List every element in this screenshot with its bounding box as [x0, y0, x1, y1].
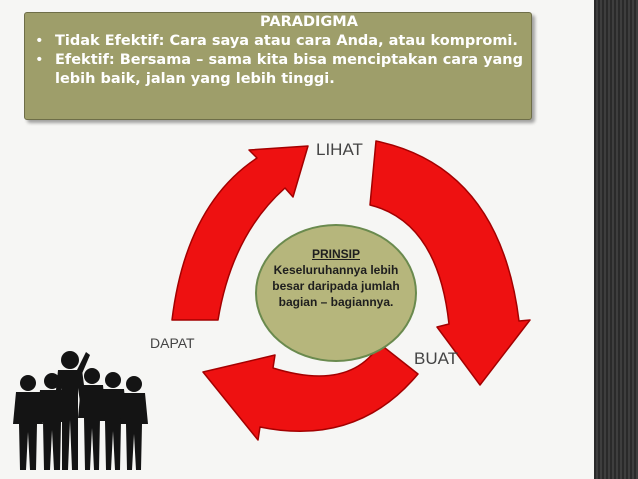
person-silhouette-2-icon — [37, 373, 67, 470]
callout-bullet-ineffective: Tidak Efektif: Cara saya atau cara Anda,… — [33, 32, 525, 51]
person-silhouette-4-icon — [78, 368, 106, 470]
decorative-stripe-panel — [594, 0, 638, 479]
arrow-dapat-to-lihat — [171, 145, 309, 321]
cycle-label-buat: BUAT — [414, 349, 459, 368]
prinsip-title: PRINSIP — [311, 247, 360, 261]
person-silhouette-3-icon — [55, 351, 90, 470]
callout-bullet-list: Tidak Efektif: Cara saya atau cara Anda,… — [33, 32, 525, 89]
callout-title: PARADIGMA — [260, 14, 358, 30]
person-silhouette-1-icon — [13, 375, 43, 470]
callout-bullet-effective: Efektif: Bersama – sama kita bisa mencip… — [33, 51, 525, 89]
person-silhouette-6-icon — [120, 376, 148, 470]
person-silhouette-5-icon — [99, 372, 127, 470]
prinsip-body: Keseluruhannya lebih besar daripada juml… — [272, 263, 400, 309]
prinsip-circle: PRINSIP Keseluruhannya lebih besar darip… — [255, 224, 417, 362]
paradigma-callout: PARADIGMA Tidak Efektif: Cara saya atau … — [24, 12, 532, 120]
cycle-label-dapat: DAPAT — [150, 335, 195, 351]
arrow-buat-to-dapat — [202, 343, 419, 441]
cycle-label-lihat: LIHAT — [316, 140, 363, 159]
arrow-lihat-to-buat — [369, 140, 531, 386]
